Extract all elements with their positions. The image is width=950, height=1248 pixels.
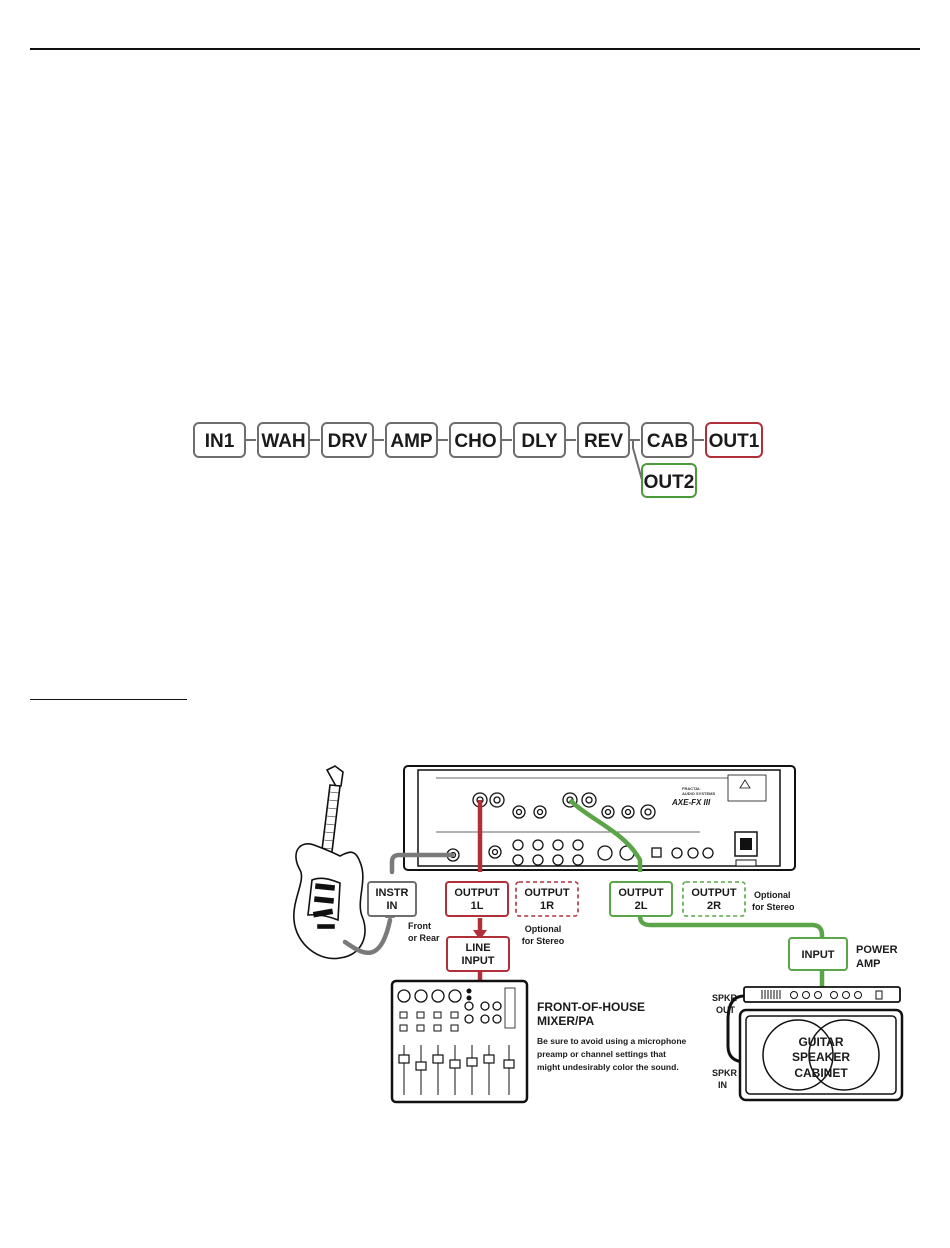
- spkr-out-label: OUT: [716, 1005, 736, 1015]
- box-output-1r: OUTPUT 1R: [515, 881, 579, 917]
- foh-note: Be sure to avoid using a microphone: [537, 1036, 687, 1046]
- speaker-cabinet-illustration: GUITAR SPEAKER CABINET: [738, 1008, 904, 1102]
- power-amp-label: AMP: [856, 958, 880, 970]
- chain-block-cab: CAB: [641, 422, 694, 458]
- label-text: INSTR: [376, 887, 409, 899]
- label-text: OUTPUT: [618, 887, 664, 899]
- power-amp-label: POWER: [856, 944, 898, 956]
- cabinet-label: GUITAR: [798, 1035, 843, 1049]
- label-text: INPUT: [462, 955, 495, 967]
- label-text: IN: [387, 900, 398, 912]
- box-instr-in: INSTR IN: [367, 881, 417, 917]
- label-text: 1L: [471, 900, 484, 912]
- box-input: INPUT: [788, 937, 848, 971]
- power-amp-illustration: [743, 986, 901, 1003]
- chain-block-out1: OUT1: [705, 422, 763, 458]
- foh-title: FRONT-OF-HOUSE: [537, 1000, 645, 1014]
- chain-label: OUT1: [709, 431, 760, 452]
- chain-label: DRV: [328, 431, 368, 452]
- chain-block-dly: DLY: [513, 422, 566, 458]
- brand-name: FRACTAL: [682, 786, 701, 791]
- chain-block-rev: REV: [577, 422, 630, 458]
- cabinet-label: SPEAKER: [792, 1050, 850, 1064]
- spkr-in-label: SPKR: [712, 1068, 738, 1078]
- box-line-input: LINE INPUT: [446, 936, 510, 972]
- chain-block-cho: CHO: [449, 422, 502, 458]
- chain-block-in1: IN1: [193, 422, 246, 458]
- optional-note-2: for Stereo: [752, 902, 795, 912]
- mixer-illustration: [390, 979, 529, 1104]
- label-text: LINE: [465, 942, 490, 954]
- foh-note: preamp or channel settings that: [537, 1049, 666, 1059]
- section-rule: [30, 699, 187, 700]
- label-text: OUTPUT: [691, 887, 737, 899]
- label-text: 2R: [707, 900, 721, 912]
- box-output-2r: OUTPUT 2R: [682, 881, 746, 917]
- chain-block-amp: AMP: [385, 422, 438, 458]
- chain-label: WAH: [261, 431, 305, 452]
- chain-label: OUT2: [644, 472, 695, 493]
- header-rule: [30, 48, 920, 50]
- optional-note-1: Optional: [525, 924, 562, 934]
- chain-block-wah: WAH: [257, 422, 310, 458]
- chain-label: IN1: [205, 431, 235, 452]
- front-rear-note: or Rear: [408, 933, 440, 943]
- chain-block-drv: DRV: [321, 422, 374, 458]
- label-text: OUTPUT: [524, 887, 570, 899]
- label-text: INPUT: [802, 949, 835, 961]
- box-output-2l: OUTPUT 2L: [609, 881, 673, 917]
- chain-label: CHO: [454, 431, 496, 452]
- brand-subtitle: AUDIO SYSTEMS: [682, 791, 715, 796]
- arrow-line-input: [473, 930, 487, 940]
- model-name: AXE-FX III: [671, 798, 711, 807]
- cabinet-label: CABINET: [794, 1066, 848, 1080]
- spkr-in-label: IN: [718, 1080, 727, 1090]
- spkr-out-label: SPKR: [712, 993, 738, 1003]
- foh-title: MIXER/PA: [537, 1014, 594, 1028]
- label-text: 1R: [540, 900, 554, 912]
- box-output-1l: OUTPUT 1L: [445, 881, 509, 917]
- cable-instr-in: [342, 852, 455, 955]
- chain-block-out2: OUT2: [641, 463, 697, 498]
- label-text: 2L: [635, 900, 648, 912]
- guitar-illustration: [293, 765, 366, 960]
- axe-fx-rear-panel: FRACTAL AUDIO SYSTEMS AXE-FX III: [403, 765, 796, 871]
- front-rear-note: Front: [408, 921, 431, 931]
- chain-connectors: [245, 439, 704, 481]
- optional-note-1: for Stereo: [522, 936, 565, 946]
- cable-speaker: [726, 994, 747, 1064]
- optional-note-2: Optional: [754, 890, 791, 900]
- chain-label: CAB: [647, 431, 688, 452]
- chain-label: DLY: [521, 431, 558, 452]
- chain-label: AMP: [390, 431, 433, 452]
- chain-label: REV: [584, 431, 623, 452]
- label-text: OUTPUT: [454, 887, 500, 899]
- foh-note: might undesirably color the sound.: [537, 1062, 679, 1072]
